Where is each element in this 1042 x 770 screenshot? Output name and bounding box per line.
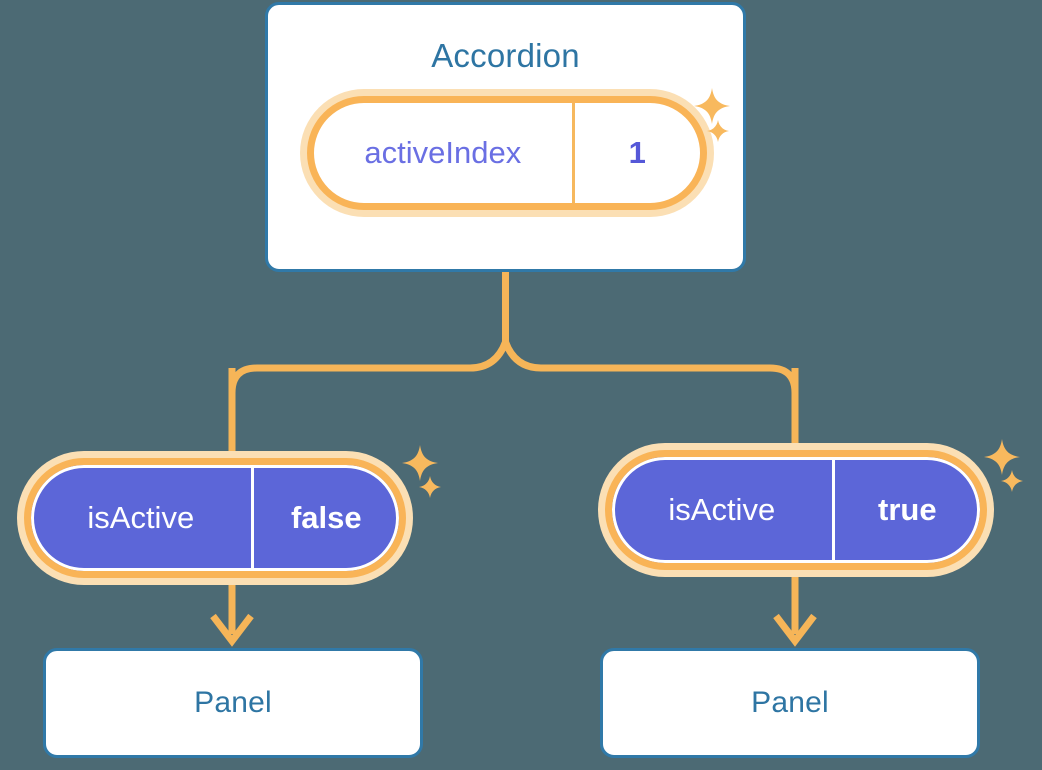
state-pill-body: isActive true [605,450,987,570]
state-key: isActive [668,492,776,527]
panel-node-left[interactable]: Panel [43,648,423,758]
state-key: isActive [87,500,195,535]
connector-bus [228,338,799,397]
sparkle-icon [400,443,440,483]
connector-left-arrow-head [210,613,254,647]
state-value: 1 [571,103,700,203]
panel-title: Panel [751,686,829,719]
state-pill-body: activeIndex 1 [307,96,707,210]
sparkle-icon [1000,469,1024,493]
panel-node-right[interactable]: Panel [600,648,980,758]
state-value: false [250,465,399,571]
state-value: true [831,457,980,563]
state-pill-body: isActive false [24,458,406,578]
state-key: activeIndex [364,135,522,170]
branch-state-pill-right[interactable]: isActive true [605,450,987,570]
connector-right-arrow-head [773,613,817,647]
panel-title: Panel [194,686,272,719]
sparkle-icon [418,475,442,499]
accordion-title: Accordion [431,37,580,74]
branch-state-pill-left[interactable]: isActive false [24,458,406,578]
sparkle-icon [982,437,1022,477]
accordion-state-pill[interactable]: activeIndex 1 [307,96,707,210]
